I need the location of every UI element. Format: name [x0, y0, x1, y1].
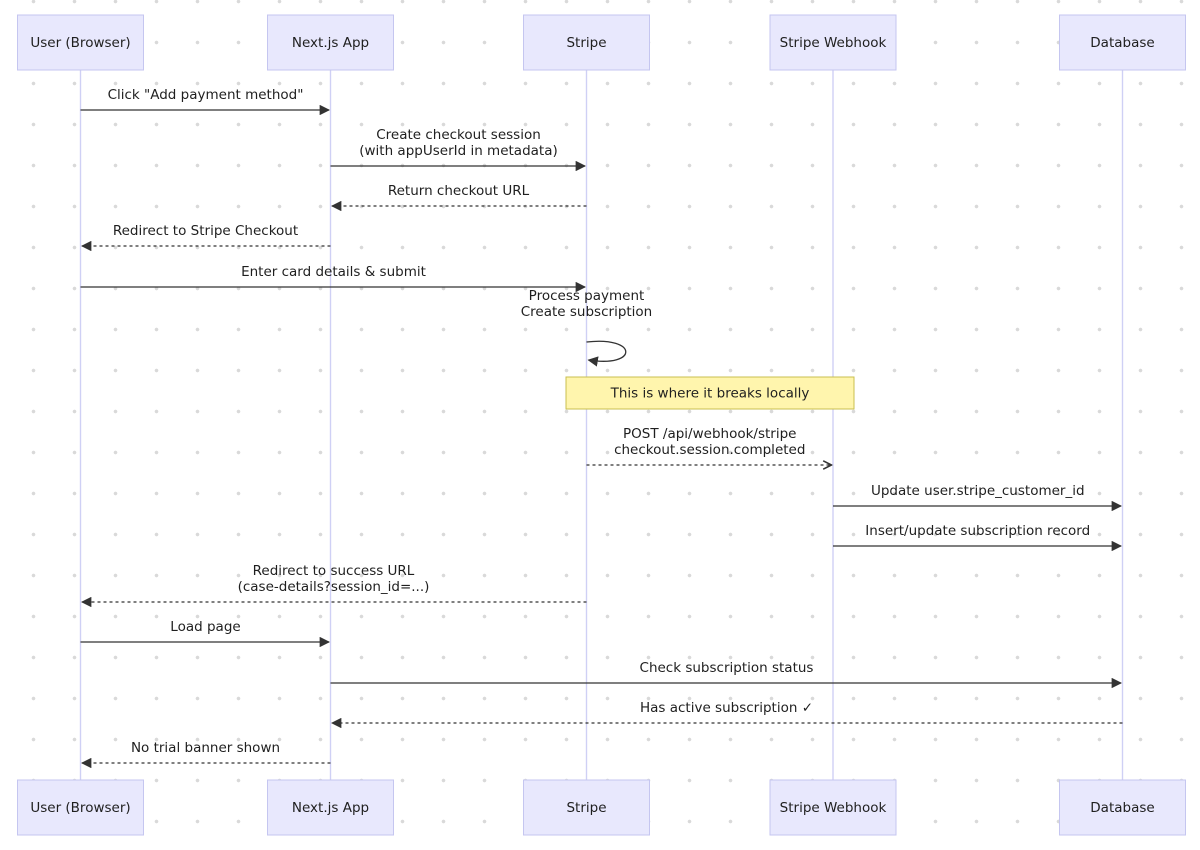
message-label: Has active subscription ✓ [640, 700, 813, 716]
message-label: Redirect to success URL [253, 563, 415, 579]
actor-label: Next.js App [292, 35, 369, 51]
actor-box [17, 14, 144, 71]
message-4: Redirect to Stripe Checkout [80, 223, 331, 252]
actor-label: Stripe [566, 35, 606, 51]
actor-label: Database [1090, 800, 1154, 816]
actor-label: Stripe Webhook [780, 800, 887, 816]
actor-label: User (Browser) [30, 35, 130, 51]
message-label: Redirect to Stripe Checkout [113, 223, 298, 239]
actor-stripe-bottom: Stripe [523, 779, 650, 836]
actor-label: Stripe Webhook [780, 35, 887, 51]
message-9: Insert/update subscription record [833, 523, 1123, 552]
actor-label: Stripe [566, 800, 606, 816]
actor-box [769, 14, 897, 71]
actor-db-top: Database [1059, 14, 1186, 71]
message-label: Return checkout URL [388, 183, 530, 199]
actor-box [769, 779, 897, 836]
actor-box [523, 14, 650, 71]
message-3: Return checkout URL [330, 183, 587, 212]
actor-next-top: Next.js App [267, 14, 394, 71]
actors-bottom: User (Browser) Next.js App Stripe Stripe We… [17, 779, 1186, 836]
message-14: No trial banner shown [80, 740, 331, 769]
message-label: Check subscription status [640, 660, 814, 676]
actor-label: Database [1090, 35, 1154, 51]
message-13: Has active subscription ✓ [330, 700, 1123, 729]
actor-box [17, 779, 144, 836]
actor-box [1059, 779, 1186, 836]
note-layer: This is where it breaks locally [565, 376, 855, 410]
message-label: (case-details?session_id=...) [238, 579, 430, 595]
message-10: Redirect to success URL(case-details?ses… [80, 563, 587, 608]
self-arrow [586, 340, 627, 367]
message-label: checkout.session.completed [614, 442, 805, 458]
message-12: Check subscription status [330, 660, 1123, 689]
actor-db-bottom: Database [1059, 779, 1186, 836]
message-label: POST /api/webhook/stripe [623, 426, 796, 442]
actor-user-bottom: User (Browser) [17, 779, 144, 836]
actor-webhook-top: Stripe Webhook [769, 14, 897, 71]
note-box [565, 376, 855, 410]
message-label: Insert/update subscription record [865, 523, 1090, 539]
message-5: Enter card details & submit [80, 264, 587, 293]
message-2: Create checkout session(with appUserId i… [330, 127, 587, 172]
message-8: Update user.stripe_customer_id [833, 483, 1123, 512]
actor-next-bottom: Next.js App [267, 779, 394, 836]
actor-box [267, 779, 394, 836]
note-text: This is where it breaks locally [610, 386, 810, 402]
message-1: Click "Add payment method" [80, 87, 331, 116]
message-label: (with appUserId in metadata) [359, 143, 558, 159]
actor-webhook-bottom: Stripe Webhook [769, 779, 897, 836]
message-label: Load page [170, 619, 240, 635]
message-label: Enter card details & submit [241, 264, 426, 280]
message-label: No trial banner shown [131, 740, 280, 756]
actor-box [267, 14, 394, 71]
message-label: Process payment [529, 288, 645, 304]
actor-label: User (Browser) [30, 800, 130, 816]
actor-box [1059, 14, 1186, 71]
message-7: POST /api/webhook/stripecheckout.session… [586, 426, 832, 465]
actor-user-top: User (Browser) [17, 14, 144, 71]
lifelines [79, 70, 1124, 780]
messages: Click "Add payment method" Create checkou… [80, 87, 1123, 769]
actor-label: Next.js App [292, 800, 369, 816]
message-label: Create checkout session [376, 127, 541, 143]
actor-stripe-top: Stripe [523, 14, 650, 71]
actor-box [523, 779, 650, 836]
message-label: Update user.stripe_customer_id [871, 483, 1085, 499]
actors-top: User (Browser) Next.js App Stripe Stripe We… [17, 14, 1186, 71]
message-label: Click "Add payment method" [108, 87, 304, 103]
message-11: Load page [80, 619, 331, 648]
message-label: Create subscription [521, 304, 653, 320]
